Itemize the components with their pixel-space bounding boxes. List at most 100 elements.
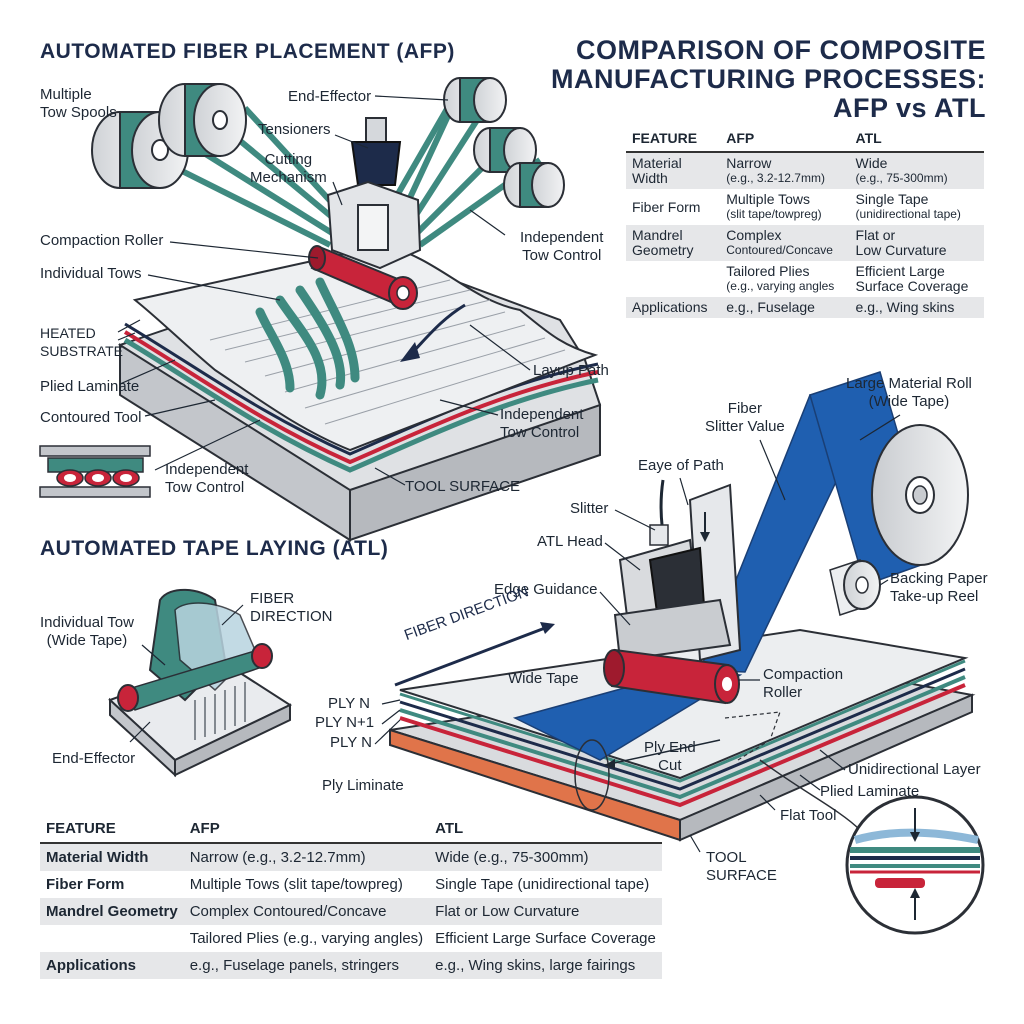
label-individual-tow-wide: Individual Tow (Wide Tape) [40, 614, 134, 649]
bottom-cell-afp: e.g., Fuselage panels, stringers [183, 952, 430, 979]
top-cell-atl-sub: (e.g., 75-300mm) [855, 171, 948, 185]
label-ply-n1: PLY N+1 [315, 714, 375, 731]
bottom-cell-atl: e.g., Wing skins, large fairings [429, 952, 662, 979]
independent-tow-control-inset [39, 445, 151, 498]
bottom-cell-feature: Mandrel Geometry [40, 898, 184, 925]
label-slitter: Slitter [570, 500, 609, 517]
atl-material-roll [809, 371, 969, 586]
bottom-row-material-width: Material Width Narrow (e.g., 3.2-12.7mm)… [40, 843, 662, 871]
afp-heated-substrate [132, 243, 599, 452]
afp-end-effector [326, 117, 422, 270]
label-edge-of-path: Eaye of Path [638, 457, 724, 474]
label-plied-laminate: Plied Laminate [40, 378, 140, 395]
top-header-atl: ATL [849, 128, 984, 153]
bottom-cell-feature: Fiber Form [46, 876, 125, 893]
label-afp-end-effector: End-Effector [288, 88, 372, 105]
label-multiple-tow-spools: Multiple Tow Spools [40, 86, 117, 121]
atl-detail-magnifier [759, 759, 985, 935]
label-layup-path: Layup Path [533, 362, 609, 379]
label-atl-tool-surface: TOOL SURFACE [706, 849, 777, 884]
label-tow-control-lower: Independent Tow Control [500, 406, 584, 441]
bottom-cell-atl: Flat or Low Curvature [429, 898, 662, 925]
top-cell-afp: Tailored Plies(e.g., varying angles [720, 261, 849, 297]
label-flat-tool: Flat Tool [780, 807, 837, 824]
top-cell-atl-main: Efficient Large [855, 263, 945, 279]
bottom-row-applications: Applications e.g., Fuselage panels, stri… [40, 952, 662, 979]
label-unidirectional-layer: Unidirectional Layer [848, 761, 981, 778]
top-cell-afp-sub: (e.g., 3.2-12.7mm) [726, 171, 825, 185]
label-atl-plied-laminate: Plied Laminate [820, 783, 920, 800]
top-cell-atl-sub: Low Curvature [855, 242, 947, 258]
label-edge-guidance: Edge Guidance [494, 581, 598, 598]
atl-section-title: AUTOMATED TAPE LAYING (ATL) [40, 537, 389, 560]
bottom-cell-atl: Single Tape (unidirectional tape) [435, 876, 650, 893]
top-row-applications: Applications e.g., Fuselage e.g., Wing s… [626, 297, 984, 318]
bottom-row-mandrel-geometry: Mandrel Geometry Complex Contoured/Conca… [40, 898, 662, 925]
top-cell-feature: Mandrel Geometry [626, 225, 721, 261]
top-cell-afp: Narrow(e.g., 3.2-12.7mm) [720, 152, 850, 189]
top-cell-atl-sub: (unidirectional tape) [855, 207, 961, 221]
comparison-table-bottom: FEATURE AFP ATL Material Width Narrow (e… [40, 815, 662, 979]
top-cell-atl: Wide(e.g., 75-300mm) [849, 152, 984, 189]
bottom-header-atl: ATL [429, 815, 662, 844]
label-atl-end-effector: End-Effector [52, 750, 136, 767]
comparison-title-line3: AFP vs ATL [832, 93, 986, 123]
top-cell-feature: Fiber Form [632, 198, 701, 215]
top-cell-atl: e.g., Wing skins [849, 297, 984, 318]
label-ply-n: PLY N [328, 695, 370, 712]
atl-backing-reel [829, 559, 881, 616]
comparison-table-top: FEATURE AFP ATL Material Width Narrow(e.… [626, 128, 984, 318]
bottom-cell-feature [40, 925, 184, 952]
label-fiber-direction-small: FIBER DIRECTION [250, 590, 333, 625]
label-afp-tool-surface: TOOL SURFACE [405, 478, 521, 495]
label-individual-tows: Individual Tows [40, 265, 142, 282]
afp-section-title: AUTOMATED FIBER PLACEMENT (AFP) [40, 40, 455, 63]
label-backing-paper: Backing Paper Take-up Reel [890, 570, 988, 605]
label-fiber-slitter-value: Fiber Slitter Value [705, 400, 785, 435]
bottom-cell-afp: Tailored Plies (e.g., varying angles) [189, 930, 424, 947]
top-cell-afp-sub: (e.g., varying angles [726, 279, 835, 293]
top-cell-afp-main: Narrow [726, 155, 772, 171]
afp-tow-spools-left [91, 83, 247, 189]
top-cell-feature: Material Width [626, 152, 721, 189]
bottom-cell-atl: Wide (e.g., 75-300mm) [429, 843, 662, 871]
top-cell-afp: e.g., Fuselage [720, 297, 850, 318]
bottom-cell-feature: Material Width [40, 843, 184, 871]
bottom-cell-afp: Complex Contoured/Concave [183, 898, 430, 925]
atl-head [613, 479, 742, 662]
label-contoured-tool: Contoured Tool [40, 409, 142, 426]
label-atl-head: ATL Head [537, 533, 603, 550]
bottom-header-afp: AFP [183, 815, 430, 844]
top-cell-afp-main: Complex [726, 227, 782, 243]
top-cell-atl-main: Single Tape [855, 191, 929, 207]
label-tensioners: Tensioners [258, 121, 331, 138]
label-cutting-mechanism: Cutting Mechanism [250, 151, 327, 186]
label-afp-compaction-roller: Compaction Roller [40, 232, 164, 249]
comparison-title: COMPARISON OF COMPOSITE MANUFACTURING PR… [551, 36, 986, 123]
top-row-fiber-form: Fiber Form Multiple Tows(slit tape/towpr… [626, 189, 984, 225]
top-cell-afp: Multiple Tows(slit tape/towpreg) [720, 189, 849, 225]
top-cell-afp-sub: (slit tape/towpreg) [726, 207, 822, 221]
afp-compaction-roller [308, 245, 418, 310]
top-row-tailored-plies: Tailored Plies(e.g., varying angles Effi… [626, 261, 984, 297]
bottom-cell-atl: Efficient Large Surface Coverage [435, 930, 656, 947]
top-header-feature: FEATURE [626, 128, 721, 153]
top-row-material-width: Material Width Narrow(e.g., 3.2-12.7mm) … [626, 152, 984, 189]
top-header-afp: AFP [720, 128, 850, 153]
atl-large-illustration [374, 371, 985, 935]
label-ply-n-b: PLY N [330, 734, 372, 751]
top-cell-feature [626, 261, 720, 297]
bottom-cell-feature: Applications [40, 952, 184, 979]
comparison-title-line1: COMPARISON OF COMPOSITE [575, 35, 986, 65]
comparison-title-line2: MANUFACTURING PROCESSES: [550, 64, 986, 94]
label-tow-control-right: Independent Tow Control [520, 229, 604, 264]
label-heated-substrate: HEATED SUBSTRATE [40, 325, 123, 359]
bottom-cell-afp: Multiple Tows (slit tape/towpreg) [189, 876, 403, 893]
top-cell-afp-sub: Contoured/Concave [726, 243, 833, 257]
fiber-direction-arrow [394, 626, 546, 687]
bottom-row-tailored-plies: Tailored Plies (e.g., varying angles) Ef… [40, 925, 662, 952]
top-cell-atl-main: Wide [855, 155, 888, 171]
atl-small-illustration [108, 588, 293, 778]
